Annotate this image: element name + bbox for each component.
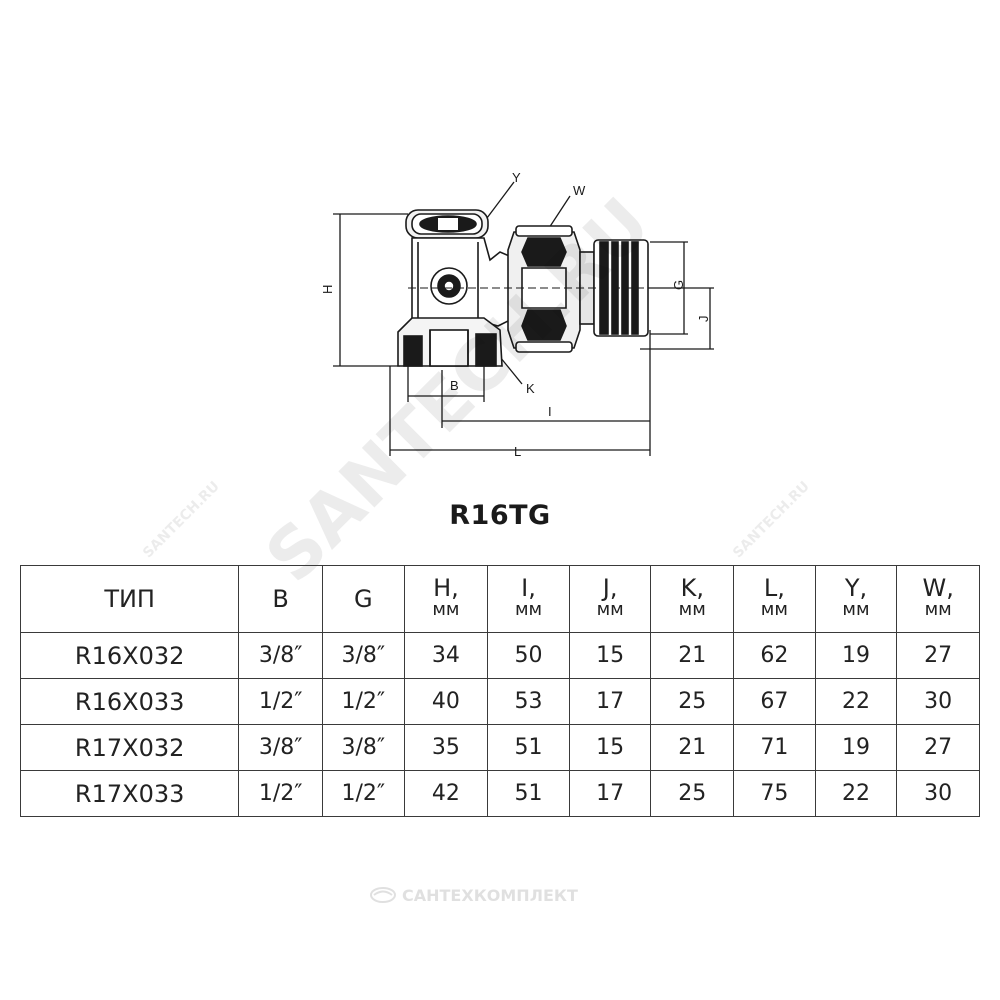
- label-y: Y: [512, 170, 521, 185]
- footer-watermark: САНТЕХКОМПЛЕКТ: [370, 884, 610, 906]
- table-cell: 19: [814, 632, 898, 679]
- label-k: K: [526, 381, 535, 396]
- table-cell: 3/8″: [238, 724, 323, 771]
- table-row: R16X033 1/2″ 1/2″ 40 53 17 25 67 22 30: [19, 678, 980, 725]
- table-cell: R16X033: [19, 678, 240, 725]
- table-cell: 22: [814, 770, 898, 817]
- valve-technical-drawing: Y W H G J B K I L: [320, 170, 714, 459]
- table-cell: 22: [814, 678, 898, 725]
- table-cell: 53: [487, 678, 570, 725]
- table-cell: 15: [568, 632, 652, 679]
- label-j: J: [696, 316, 711, 323]
- label-b: B: [450, 378, 459, 393]
- table-cell: 19: [814, 724, 898, 771]
- label-i: I: [548, 404, 552, 419]
- table-cell: 35: [403, 724, 489, 771]
- table-cell: 30: [896, 770, 980, 817]
- table-cell: 51: [487, 770, 570, 817]
- table-cell: R17X032: [19, 724, 240, 771]
- logo-icon: [370, 887, 396, 903]
- header-type: ТИП: [19, 565, 240, 633]
- table-cell: 42: [403, 770, 489, 817]
- table-cell: 3/8″: [238, 632, 323, 679]
- table-cell: 40: [403, 678, 489, 725]
- label-l: L: [514, 444, 521, 459]
- label-h: H: [320, 285, 335, 294]
- product-title: R16TG: [449, 500, 551, 531]
- table-cell: 51: [487, 724, 570, 771]
- table-cell: 27: [896, 724, 980, 771]
- label-g: G: [671, 280, 686, 290]
- header-y: Y,мм: [814, 565, 898, 633]
- table-cell: 75: [733, 770, 816, 817]
- table-cell: 34: [403, 632, 489, 679]
- table-row: R17X032 3/8″ 3/8″ 35 51 15 21 71 19 27: [19, 724, 980, 771]
- table-cell: 71: [733, 724, 816, 771]
- header-i: I,мм: [487, 565, 570, 633]
- table-cell: 17: [568, 678, 652, 725]
- table-row: R17X033 1/2″ 1/2″ 42 51 17 25 75 22 30: [19, 770, 980, 817]
- header-j: J,мм: [568, 565, 652, 633]
- table-cell: 15: [568, 724, 652, 771]
- table-cell: R16X032: [19, 632, 240, 679]
- table-cell: 25: [650, 770, 735, 817]
- footer-watermark-text: САНТЕХКОМПЛЕКТ: [402, 885, 578, 905]
- table-cell: 62: [733, 632, 816, 679]
- table-cell: 1/2″: [321, 678, 405, 725]
- table-cell: 3/8″: [321, 724, 405, 771]
- table-cell: 1/2″: [238, 770, 323, 817]
- table-cell: 27: [896, 632, 980, 679]
- table-cell: 50: [487, 632, 570, 679]
- header-b: B: [238, 565, 323, 633]
- spec-table: ТИП B G H,мм I,мм J,мм K,мм L,мм Y,мм W,…: [19, 565, 980, 817]
- table-cell: 1/2″: [238, 678, 323, 725]
- header-l: L,мм: [733, 565, 816, 633]
- header-w: W,мм: [896, 565, 980, 633]
- header-row: ТИП B G H,мм I,мм J,мм K,мм L,мм Y,мм W,…: [19, 565, 980, 633]
- table-cell: 3/8″: [321, 632, 405, 679]
- table-cell: 25: [650, 678, 735, 725]
- table-cell: 21: [650, 632, 735, 679]
- table-cell: 30: [896, 678, 980, 725]
- table-cell: 17: [568, 770, 652, 817]
- header-g: G: [321, 565, 405, 633]
- header-k: K,мм: [650, 565, 735, 633]
- table-cell: 67: [733, 678, 816, 725]
- table-cell: 1/2″: [321, 770, 405, 817]
- table-cell: R17X033: [19, 770, 240, 817]
- table-cell: 21: [650, 724, 735, 771]
- table-row: R16X032 3/8″ 3/8″ 34 50 15 21 62 19 27: [19, 632, 980, 679]
- header-h: H,мм: [403, 565, 489, 633]
- label-w: W: [573, 183, 586, 198]
